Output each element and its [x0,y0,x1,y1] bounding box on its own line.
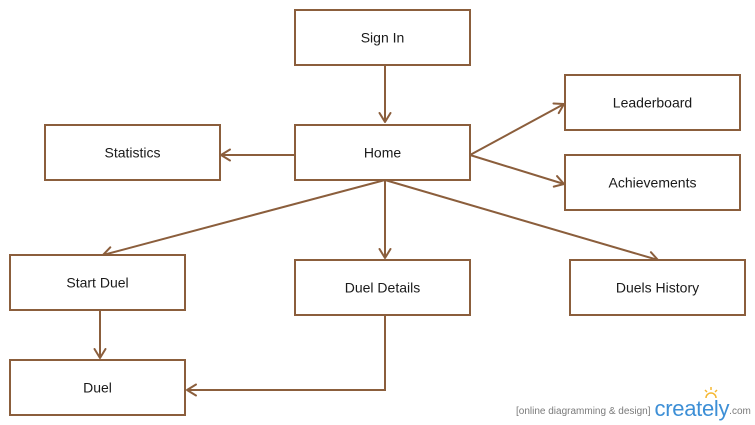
edge-home-to-statistics [220,148,295,162]
connector-line [384,179,659,261]
node-label: Leaderboard [613,95,692,111]
edges-layer [93,65,659,397]
node-box[interactable] [564,74,741,131]
node-box[interactable] [564,154,741,211]
node-achievements[interactable]: Achievements [564,154,741,211]
node-box[interactable] [569,259,746,316]
node-home[interactable]: Home [294,124,471,181]
watermark-tld: .com [729,406,751,417]
node-duels-history[interactable]: Duels History [569,259,746,316]
arrowhead-icon [93,348,107,359]
nodes-layer: Sign In Home Statistics LeaderboardAchievem… [9,9,746,416]
node-label: Duels History [616,280,699,296]
node-statistics[interactable]: Statistics [44,124,221,181]
node-label: Statistics [104,145,160,161]
node-leaderboard[interactable]: Leaderboard [564,74,741,131]
node-label: Achievements [609,175,697,191]
connector-line [469,103,565,156]
node-box[interactable] [9,254,186,311]
arrowhead-icon [378,112,392,123]
creately-logo: creately [654,387,730,421]
edge-home-to-achievements [469,154,565,188]
node-duel[interactable]: Duel [9,359,186,416]
connector-line [102,179,386,256]
node-label: Sign In [361,30,405,46]
node-box[interactable] [44,124,221,181]
node-box[interactable] [294,124,471,181]
arrowhead-icon [186,383,197,397]
connector-line [187,315,386,391]
node-box[interactable] [294,9,471,66]
creately-logo-text: creately [654,396,730,421]
arrowhead-icon [378,248,392,259]
watermark-tagline: [online diagramming & design] [516,406,651,417]
edge-start-duel-to-duel [93,310,107,359]
edge-home-to-leaderboard [469,102,565,156]
edge-home-to-start-duel [102,179,386,260]
node-duel-details[interactable]: Duel Details [294,259,471,316]
node-start-duel[interactable]: Start Duel [9,254,186,311]
creately-watermark: [online diagramming & design] creately .… [516,387,751,421]
node-label: Duel [83,380,112,396]
node-box[interactable] [9,359,186,416]
node-label: Duel Details [345,280,420,296]
node-label: Home [364,145,402,161]
node-sign-in[interactable]: Sign In [294,9,471,66]
node-box[interactable] [294,259,471,316]
edge-home-to-duel-details [378,180,392,259]
node-label: Start Duel [66,275,128,291]
connector-line [469,154,565,185]
edge-duel-details-to-duel [186,315,386,397]
sun-icon [704,387,718,399]
edge-sign-in-to-home [378,65,392,123]
